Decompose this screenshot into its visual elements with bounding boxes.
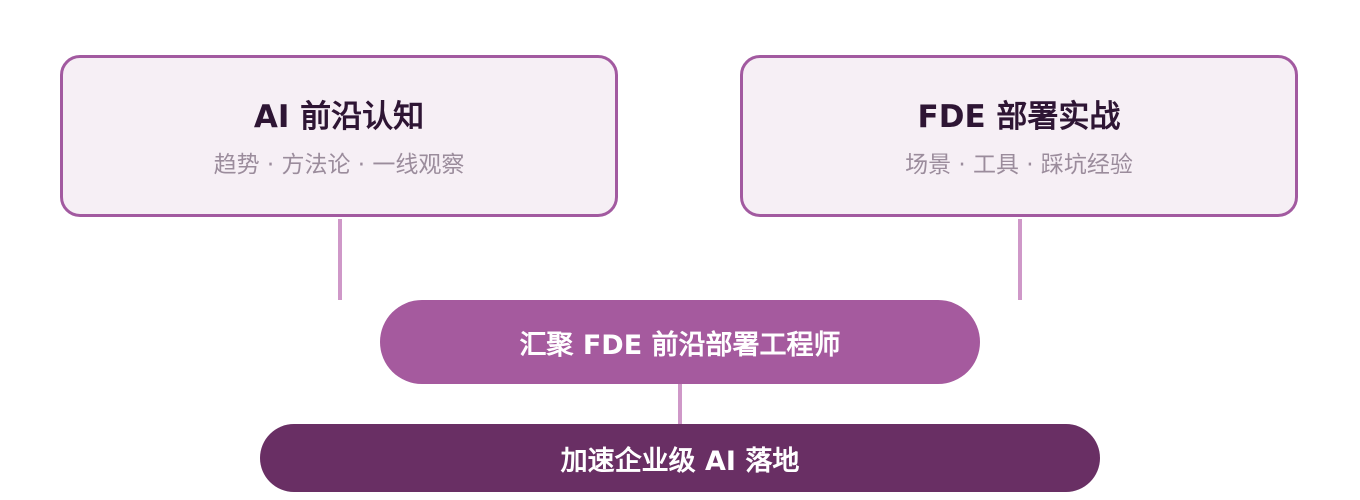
card-ai-frontier: AI 前沿认知 趋势 · 方法论 · 一线观察 [60, 55, 618, 217]
card-fde-practice-title: FDE 部署实战 [917, 99, 1121, 135]
card-fde-practice-subtitle: 场景 · 工具 · 踩坑经验 [905, 152, 1133, 178]
connector-right [1018, 219, 1022, 300]
card-ai-frontier-title: AI 前沿认知 [253, 99, 425, 135]
card-ai-frontier-subtitle: 趋势 · 方法论 · 一线观察 [213, 152, 465, 178]
goal-pill: 加速企业级 AI 落地 [260, 424, 1100, 492]
hub-label: 汇聚 FDE 前沿部署工程师 [519, 329, 841, 361]
goal-label: 加速企业级 AI 落地 [560, 445, 800, 477]
connector-center [678, 384, 682, 424]
card-fde-practice: FDE 部署实战 场景 · 工具 · 踩坑经验 [740, 55, 1298, 217]
hub-pill: 汇聚 FDE 前沿部署工程师 [380, 300, 980, 384]
connector-left [338, 219, 342, 300]
